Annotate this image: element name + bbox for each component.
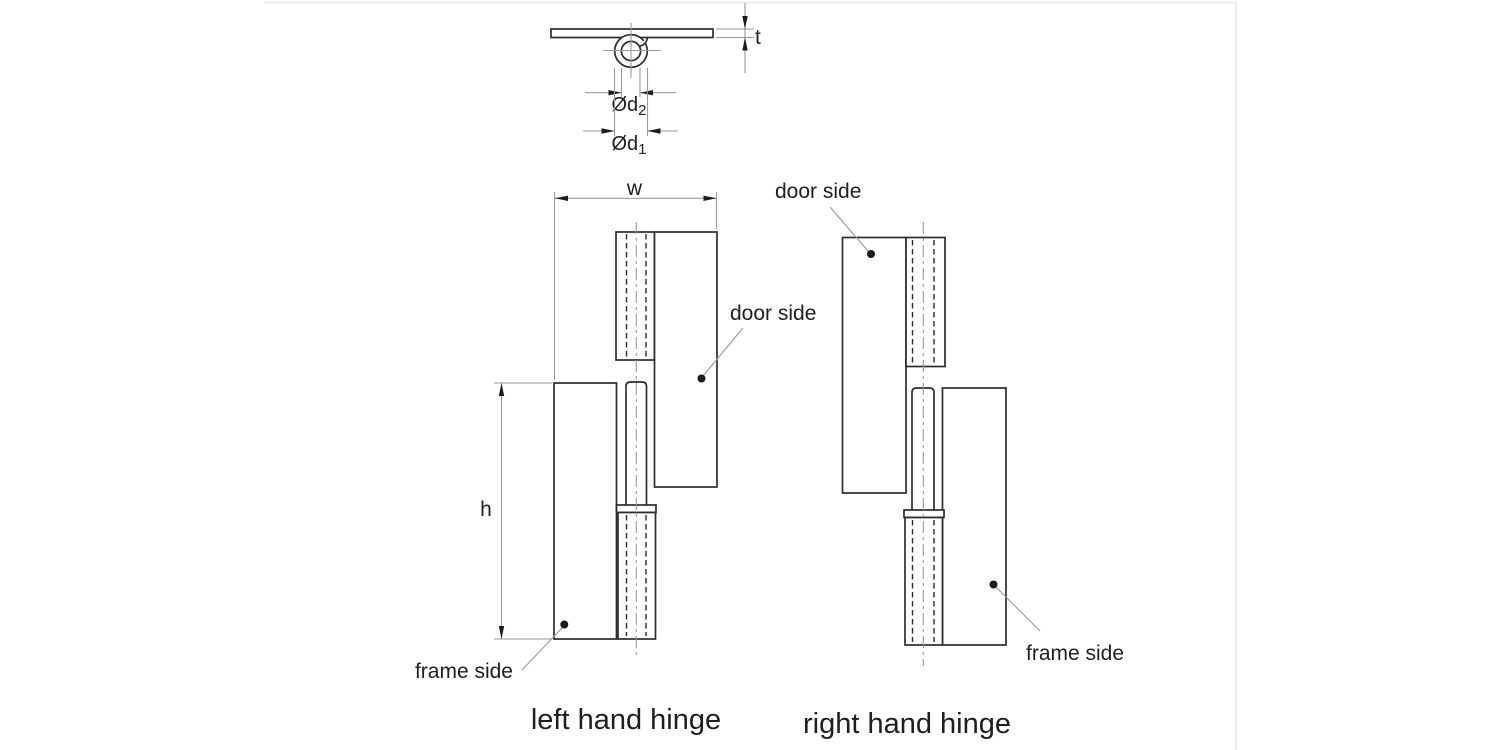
right-door-plate — [841, 236, 907, 494]
left-frame-side-dot-icon — [560, 620, 569, 629]
left-frame-side-label: frame side — [415, 660, 513, 683]
left-door-side-dot-icon — [697, 374, 706, 383]
right-frame-plate — [941, 387, 1007, 646]
dim-h-label: h — [480, 498, 492, 521]
left-door-plate — [653, 231, 718, 488]
left-frame-side-callout: frame side — [415, 620, 569, 683]
right-hinge-view: door side frame side right hand hinge — [775, 180, 1124, 740]
right-door-side-dot-icon — [867, 250, 875, 258]
left-door-side-label: door side — [730, 302, 816, 325]
right-hinge-caption: right hand hinge — [803, 708, 1011, 740]
right-frame-side-callout: frame side — [989, 580, 1124, 665]
dim-d2-label-sub: 2 — [638, 102, 646, 119]
dim-w-arrow-right-icon — [703, 195, 717, 201]
left-hinge-caption: left hand hinge — [531, 704, 721, 736]
right-door-side-callout: door side — [775, 180, 875, 258]
right-pin-collar — [903, 509, 945, 519]
dim-h: h — [480, 382, 552, 640]
dim-d2-label-main: Ød — [611, 94, 638, 116]
dim-t: t — [716, 3, 761, 73]
dim-w: w — [553, 177, 718, 380]
dim-h-arrow-down-icon — [498, 626, 505, 639]
knuckle-roll-arc — [638, 37, 649, 48]
left-door-side-leader — [702, 327, 744, 377]
right-door-side-leader — [829, 206, 869, 252]
right-upper-knuckle — [905, 236, 946, 368]
dim-w-arrow-left-icon — [555, 195, 568, 201]
left-hinge-view: w h door side — [415, 177, 816, 736]
dim-t-arrow-down-icon — [742, 16, 748, 29]
dim-h-arrow-up-icon — [498, 383, 505, 396]
dim-d2-arrow-left-icon — [640, 90, 653, 96]
dim-d2: Ød2 — [585, 68, 676, 119]
drawing-border — [264, 1, 1237, 750]
left-frame-plate — [553, 382, 618, 640]
dim-d1-arrow-right-icon — [601, 128, 615, 134]
left-upper-knuckle — [615, 231, 656, 361]
dim-t-arrow-up-icon — [742, 37, 748, 51]
dim-d1-label: Ød1 — [611, 133, 646, 158]
right-frame-side-dot-icon — [989, 580, 998, 589]
left-door-side-callout: door side — [697, 302, 816, 383]
dim-d1: Ød1 — [583, 68, 678, 158]
dim-d2-label: Ød2 — [611, 94, 646, 119]
left-hinge-pin — [625, 381, 648, 508]
right-frame-side-label: frame side — [1026, 642, 1124, 665]
dim-d1-arrow-left-icon — [647, 128, 661, 134]
dim-w-label: w — [626, 177, 643, 200]
right-frame-side-leader — [995, 586, 1041, 632]
right-door-side-label: door side — [775, 180, 861, 203]
right-hinge-pin — [911, 387, 935, 514]
dim-d1-label-sub: 1 — [638, 141, 646, 158]
dim-d1-label-main: Ød — [611, 133, 638, 155]
left-frame-side-leader — [521, 627, 563, 671]
dim-t-label: t — [755, 26, 761, 49]
right-lower-knuckle — [904, 516, 944, 646]
cross-section-view: t Ød2 Ød1 — [550, 3, 761, 158]
